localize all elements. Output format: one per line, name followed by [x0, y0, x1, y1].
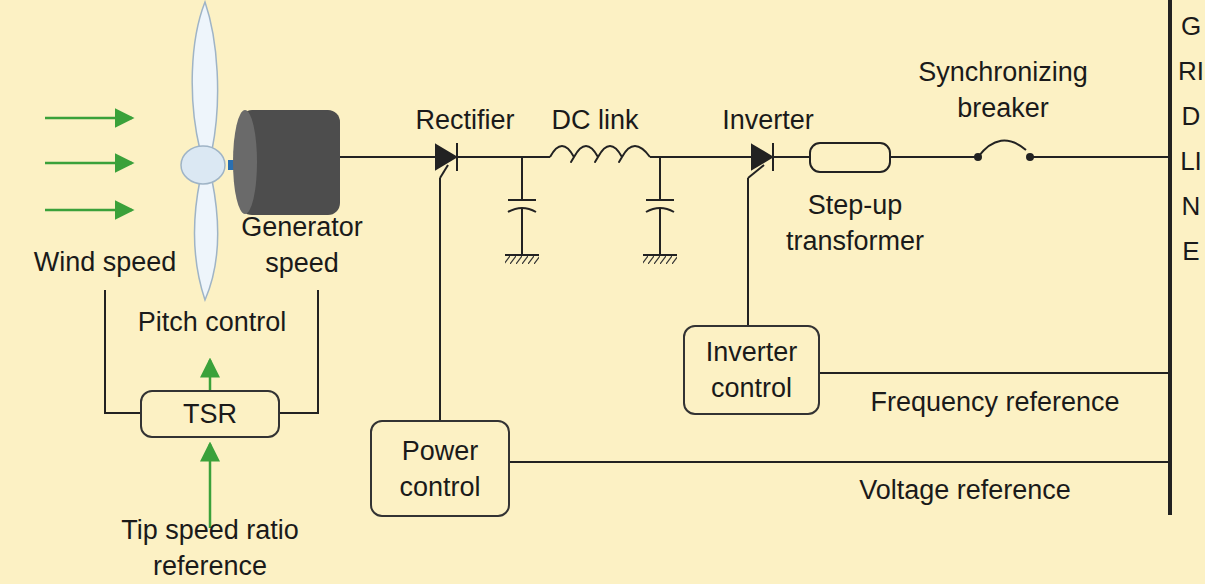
signal-label: Generator speed: [227, 209, 377, 281]
wind-arrows: [45, 118, 132, 210]
signal-label: DC link: [525, 102, 665, 138]
signal-label: Inverter: [698, 102, 838, 138]
signal-label: Wind speed: [5, 244, 205, 280]
generator: [228, 110, 340, 215]
control-box: Power control: [370, 420, 510, 517]
grid-label: GRID LINE: [1178, 4, 1204, 274]
signal-label: Synchronizing breaker: [898, 54, 1108, 126]
box-text: Inverter control: [693, 334, 810, 406]
signal-label: Rectifier: [390, 102, 540, 138]
control-arrows: [209, 360, 212, 528]
ground-hatch: [505, 256, 539, 264]
box-text: TSR: [183, 396, 237, 432]
box-text: Power control: [380, 433, 500, 505]
signal-label: Tip speed ratio reference: [85, 512, 335, 584]
control-box: Inverter control: [683, 325, 820, 415]
control-box: TSR: [140, 390, 280, 438]
signal-label: Voltage reference: [815, 472, 1115, 508]
signal-label: Frequency reference: [835, 384, 1155, 420]
signal-label: Step-up transformer: [770, 187, 940, 259]
rotor-blades: [181, 2, 225, 300]
signal-label: Pitch control: [102, 304, 322, 340]
thyristor-symbols: [436, 143, 773, 178]
grid-bus: [1168, 0, 1172, 515]
power-wires: [105, 141, 1170, 462]
ground-hatch: [643, 256, 677, 264]
transformer-symbol: [810, 143, 890, 172]
